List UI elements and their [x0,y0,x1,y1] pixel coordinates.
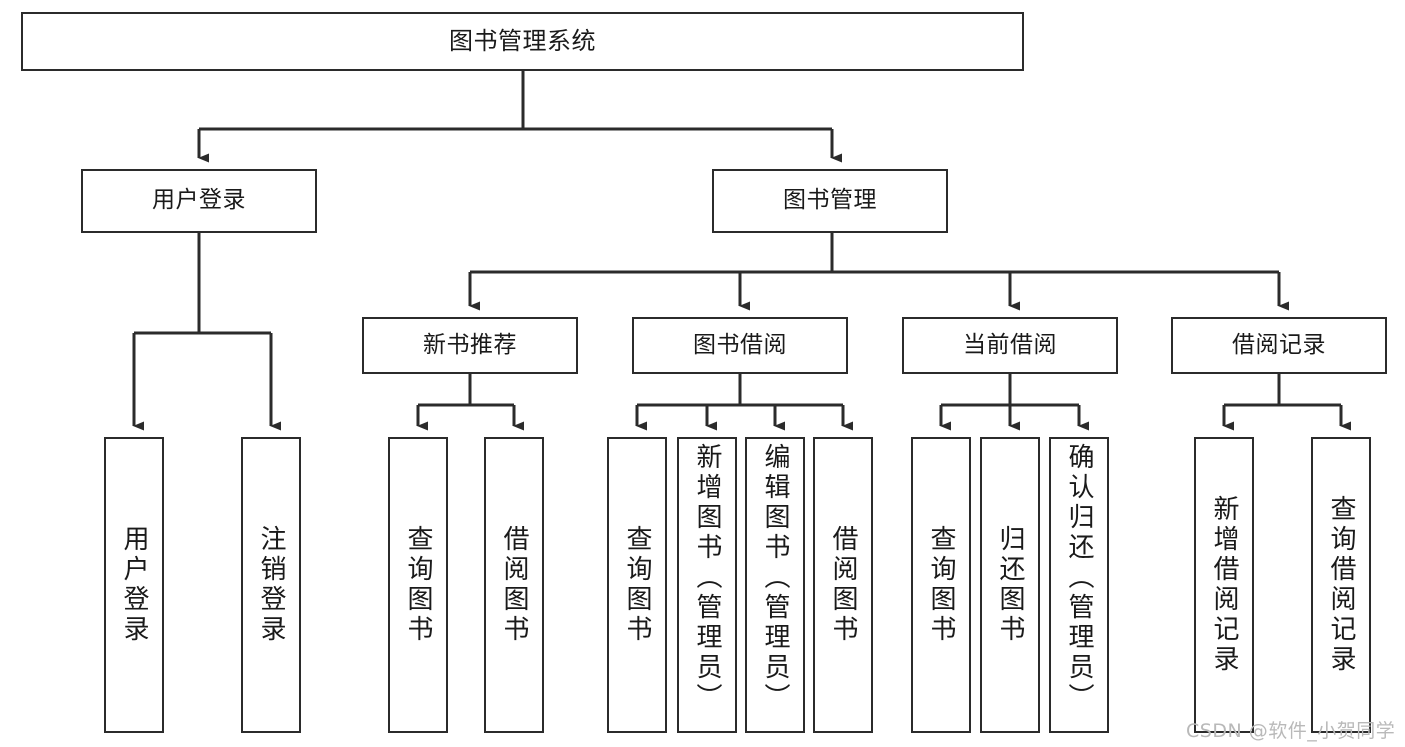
node-leaf-borrow-book-2-label: 借阅图书 [828,525,858,645]
node-user-login[interactable]: 用户登录 [81,169,317,233]
node-leaf-edit-book[interactable]: 编辑图书（管理员） [745,437,805,733]
node-leaf-return-book-label: 归还图书 [995,525,1025,645]
node-leaf-borrow-book-2[interactable]: 借阅图书 [813,437,873,733]
node-leaf-query-record-label: 查询借阅记录 [1326,495,1356,675]
node-leaf-query-book-2-label: 查询图书 [622,525,652,645]
node-leaf-return-book[interactable]: 归还图书 [980,437,1040,733]
node-leaf-add-book[interactable]: 新增图书（管理员） [677,437,737,733]
node-book-borrow[interactable]: 图书借阅 [632,317,848,374]
node-leaf-add-record[interactable]: 新增借阅记录 [1194,437,1254,733]
node-leaf-query-book-2[interactable]: 查询图书 [607,437,667,733]
node-root-label: 图书管理系统 [449,27,596,56]
node-leaf-query-record[interactable]: 查询借阅记录 [1311,437,1371,733]
node-current-borrow[interactable]: 当前借阅 [902,317,1118,374]
node-leaf-borrow-book-1-label: 借阅图书 [499,525,529,645]
node-leaf-edit-book-label: 编辑图书（管理员） [760,443,790,713]
node-new-book-rec-label: 新书推荐 [423,331,517,358]
node-user-login-label: 用户登录 [152,187,246,214]
csdn-watermark: CSDN @软件_小贺同学 [1186,720,1396,742]
node-book-manage-label: 图书管理 [783,187,877,214]
node-book-borrow-label: 图书借阅 [693,331,787,358]
node-leaf-logout[interactable]: 注销登录 [241,437,301,733]
node-leaf-borrow-book-1[interactable]: 借阅图书 [484,437,544,733]
node-leaf-user-login-label: 用户登录 [119,525,149,645]
node-leaf-query-book-3-label: 查询图书 [926,525,956,645]
node-borrow-record-label: 借阅记录 [1232,331,1326,358]
node-root[interactable]: 图书管理系统 [21,12,1024,71]
node-leaf-add-book-label: 新增图书（管理员） [692,443,722,713]
node-leaf-user-login[interactable]: 用户登录 [104,437,164,733]
node-leaf-confirm-return-label: 确认归还（管理员） [1064,443,1094,713]
node-leaf-query-book-1-label: 查询图书 [403,525,433,645]
node-book-manage[interactable]: 图书管理 [712,169,948,233]
node-leaf-confirm-return[interactable]: 确认归还（管理员） [1049,437,1109,733]
node-leaf-add-record-label: 新增借阅记录 [1209,495,1239,675]
node-new-book-rec[interactable]: 新书推荐 [362,317,578,374]
node-current-borrow-label: 当前借阅 [963,331,1057,358]
node-borrow-record[interactable]: 借阅记录 [1171,317,1387,374]
node-leaf-query-book-3[interactable]: 查询图书 [911,437,971,733]
node-leaf-logout-label: 注销登录 [256,525,286,645]
node-leaf-query-book-1[interactable]: 查询图书 [388,437,448,733]
